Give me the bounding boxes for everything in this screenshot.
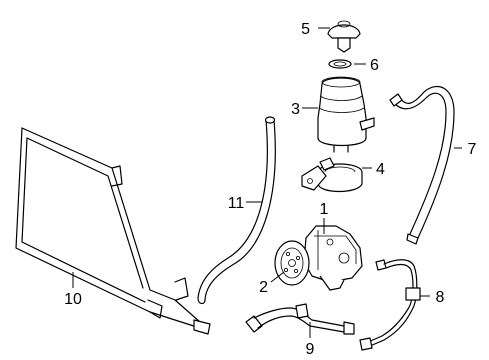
- reservoir: [317, 76, 375, 153]
- seal-ring: [328, 59, 352, 69]
- callout-9: 9: [306, 341, 315, 358]
- callout-5: 5: [301, 21, 310, 38]
- pump-assembly: [274, 225, 363, 291]
- callout-3: 3: [291, 101, 300, 118]
- reservoir-cap: [327, 20, 361, 53]
- callout-4: 4: [376, 161, 385, 178]
- suction-hose-9: [245, 303, 355, 335]
- return-hose-7: [389, 86, 455, 245]
- pressure-line-8: [359, 259, 421, 351]
- hose-11: [197, 116, 276, 305]
- callout-10: 10: [64, 291, 82, 308]
- callout-8: 8: [436, 289, 445, 306]
- callout-11: 11: [228, 195, 245, 212]
- callout-labels: 5 6 3 4 1 2 7 8 9 10 11: [64, 21, 476, 358]
- callout-7: 7: [468, 141, 477, 158]
- callout-6: 6: [370, 57, 379, 74]
- reservoir-bracket: [301, 157, 363, 193]
- callout-1: 1: [320, 201, 329, 218]
- callout-2: 2: [259, 279, 268, 296]
- cooler-loop: [15, 127, 211, 335]
- leader-lines: [72, 27, 462, 338]
